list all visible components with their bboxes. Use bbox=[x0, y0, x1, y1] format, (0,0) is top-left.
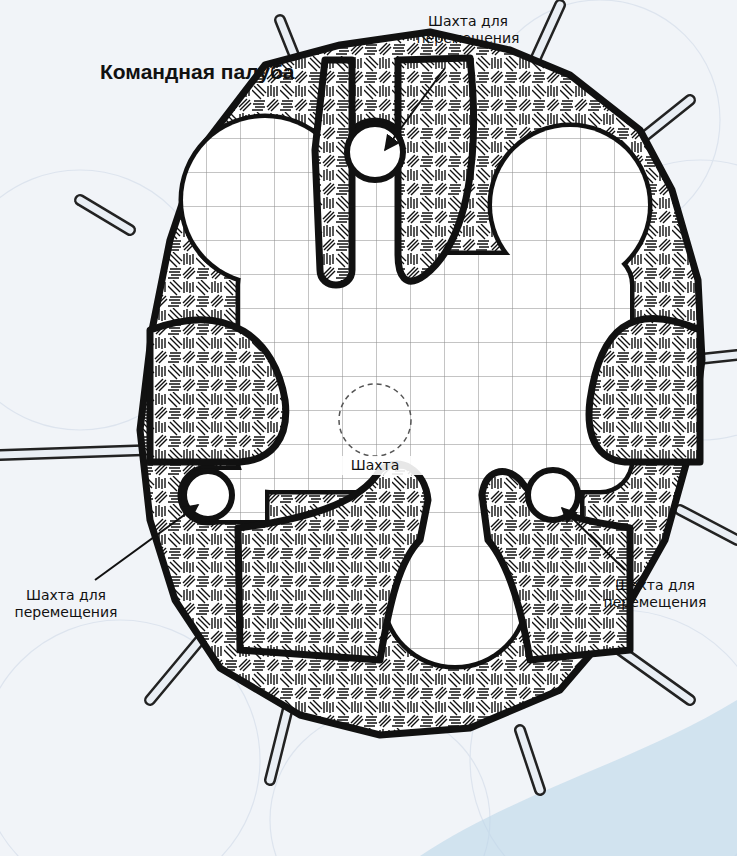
callout-label: Шахта для перемещения bbox=[4, 586, 128, 622]
leader-lines bbox=[95, 68, 625, 580]
callout-label: Шахта для перемещения bbox=[395, 12, 541, 48]
pipes-inner bbox=[0, 5, 737, 790]
hull-fingers bbox=[150, 58, 700, 660]
callout-label: Шахта для перемещения bbox=[582, 576, 728, 612]
shaft-label: Шахта bbox=[327, 456, 423, 475]
shafts bbox=[184, 124, 578, 520]
pipes bbox=[0, 5, 737, 790]
map-title: Командная палуба bbox=[100, 60, 295, 84]
central-shaft bbox=[339, 384, 411, 456]
deck-hull bbox=[140, 32, 702, 735]
